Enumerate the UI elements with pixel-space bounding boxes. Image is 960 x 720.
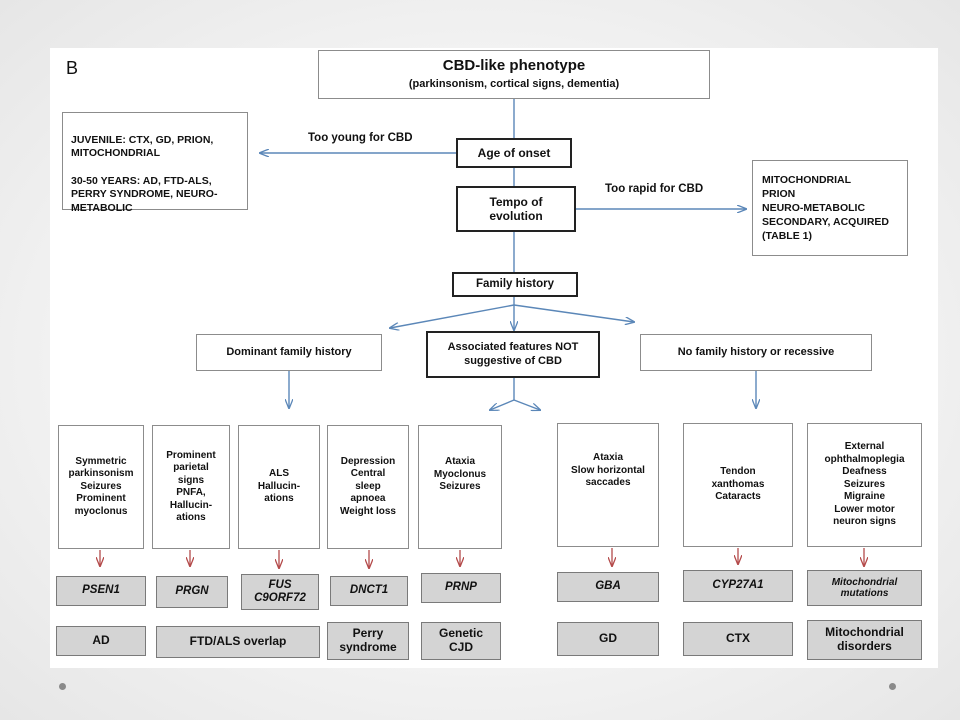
disease-ftd-als: FTD/ALS overlap xyxy=(156,626,320,658)
gene-dnct1: DNCT1 xyxy=(330,576,408,606)
juvenile-text: CTX, GD, PRION, MITOCHONDRIAL xyxy=(71,133,214,160)
disease-ad: AD xyxy=(56,626,146,656)
root-subtitle: (parkinsonism, cortical signs, dementia) xyxy=(408,78,620,91)
feature-box-fus: ALS Hallucin- ations xyxy=(238,425,320,549)
gene-gba: GBA xyxy=(557,572,659,602)
gene-psen1: PSEN1 xyxy=(56,576,146,606)
gene-cyp27a1: CYP27A1 xyxy=(683,570,793,602)
feature-box-gba: Ataxia Slow horizontal saccades xyxy=(557,423,659,547)
feature-box-mito: External ophthalmoplegia Deafness Seizur… xyxy=(807,423,922,547)
root-node: CBD-like phenotype (parkinsonism, cortic… xyxy=(318,50,710,99)
feature-box-psen1: Symmetric parkinsonism Seizures Prominen… xyxy=(58,425,144,549)
gene-prnp: PRNP xyxy=(421,573,501,603)
panel-label: B xyxy=(66,58,79,78)
too-rapid-label: Too rapid for CBD xyxy=(605,183,704,195)
disease-ctx: CTX xyxy=(683,622,793,656)
young-onset-box: JUVENILE: CTX, GD, PRION, MITOCHONDRIAL … xyxy=(62,112,248,214)
feature-box-cyp27a1: Tendon xanthomas Cataracts xyxy=(683,423,793,547)
disease-gd: GD xyxy=(557,622,659,656)
dominant-node: Dominant family history xyxy=(196,334,382,371)
tempo-node: Tempo of evolution xyxy=(456,186,576,232)
adult-line: 30-50 YEARS: AD, FTD-ALS, PERRY SYNDROME… xyxy=(71,175,239,216)
too-young-label: Too young for CBD xyxy=(308,132,413,144)
juvenile-label: JUVENILE: xyxy=(71,133,126,146)
gene-prgn: PRGN xyxy=(156,576,228,608)
disease-mitochondrial: Mitochondrial disorders xyxy=(807,620,922,660)
associated-node: Associated features NOT suggestive of CB… xyxy=(426,331,600,378)
feature-box-dnct1: Depression Central sleep apnoea Weight l… xyxy=(327,425,409,549)
adult-text: AD, FTD-ALS, PERRY SYNDROME, NEURO-METAB… xyxy=(71,174,218,214)
slide-dot-right xyxy=(889,683,896,690)
root-title: CBD-like phenotype xyxy=(442,57,586,75)
slide-dot-left xyxy=(59,683,66,690)
family-history-node: Family history xyxy=(452,272,578,297)
gene-fus-c9orf72: FUS C9ORF72 xyxy=(241,574,319,610)
disease-genetic-cjd: Genetic CJD xyxy=(421,622,501,660)
rapid-causes-box: MITOCHONDRIAL PRION NEURO-METABOLIC SECO… xyxy=(752,160,908,256)
age-of-onset-node: Age of onset xyxy=(456,138,572,168)
no-family-node: No family history or recessive xyxy=(640,334,872,371)
feature-box-prnp: Ataxia Myoclonus Seizures xyxy=(418,425,502,549)
gene-mitochondrial: Mitochondrial mutations xyxy=(807,570,922,606)
juvenile-line: JUVENILE: CTX, GD, PRION, MITOCHONDRIAL xyxy=(71,134,239,161)
feature-box-prgn: Prominent parietal signs PNFA, Hallucin-… xyxy=(152,425,230,549)
adult-label: 30-50 YEARS: xyxy=(71,174,141,187)
disease-perry: Perry syndrome xyxy=(327,622,409,660)
